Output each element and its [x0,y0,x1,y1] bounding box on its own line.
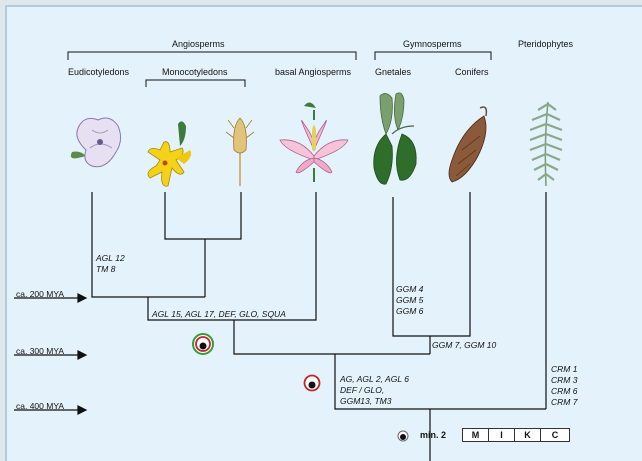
monocotyledons-label: Monocotyledons [162,67,228,77]
angiosperm-bracket [68,52,356,60]
eudicotyledons-label: Eudicotyledons [68,67,129,77]
gnetales-label: Gnetales [375,67,411,77]
time-marker-400: ca. 400 MYA [16,401,64,411]
basal-angiosperms-label: basal Angiosperms [275,67,351,77]
pteridophyte-gene-label: CRM 1 CRM 3 CRM 6 CRM 7 [551,364,577,408]
gnetales-gene-label: GGM 4 GGM 5 GGM 6 [396,284,423,317]
time-marker-200: ca. 200 MYA [16,289,64,299]
eudicot-gene-label: AGL 12 TM 8 [96,253,125,275]
tree-branches [92,192,546,461]
seed-plant-node-gene-label: AG, AGL 2, AGL 6 DEF / GLO, GGM13, TM3 [340,374,409,407]
gymnosperm-node-gene-label: GGM 7, GGM 10 [432,340,496,351]
lily-icon [148,121,191,186]
min-label: min. 2 [420,430,446,440]
conifers-label: Conifers [455,67,489,77]
conifer-cone-icon [449,107,486,182]
domain-c: C [541,429,569,441]
pteridophytes-label: Pteridophytes [518,39,573,49]
gnetum-icon [374,93,416,184]
domain-i: I [489,429,515,441]
gymnosperm-bracket [375,52,491,60]
gymnosperms-label: Gymnosperms [403,39,462,49]
mikc-domain-legend: M I K C [462,428,570,442]
concentric-circle-icon [193,334,213,354]
wheat-icon [226,118,254,186]
concentric-circle-icon [305,376,320,391]
flower-eudicot-icon [71,118,121,167]
monocot-bracket [146,80,245,87]
domain-m: M [463,429,489,441]
fern-icon [530,102,562,186]
concentric-circle-icon [398,431,408,441]
domain-k: K [515,429,541,441]
magnolia-icon [280,102,348,182]
time-marker-300: ca. 300 MYA [16,346,64,356]
angiosperm-node-gene-label: AGL 15, AGL 17, DEF, GLO, SQUA [152,309,286,320]
angiosperms-label: Angiosperms [172,39,225,49]
